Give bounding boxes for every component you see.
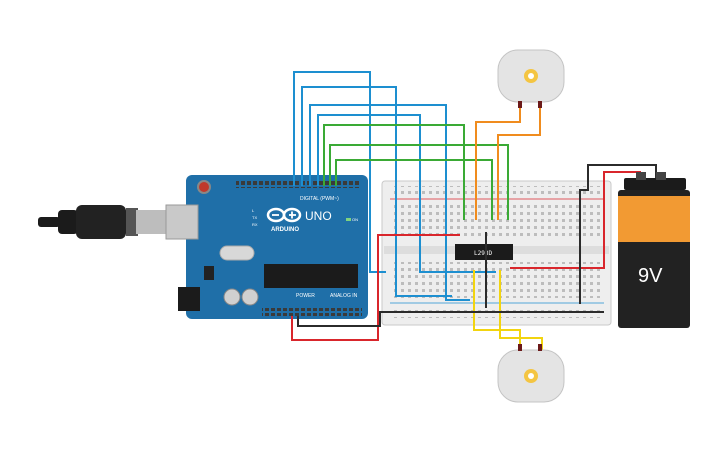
battery-top-band — [618, 196, 690, 242]
capacitor-1 — [223, 288, 241, 306]
atmega-chip — [264, 264, 358, 288]
arduino-board: ARDUINO UNO DIGITAL (PWM~) POWER ANALOG … — [165, 175, 368, 319]
model-text: UNO — [305, 209, 332, 223]
on-led-label: ON — [352, 217, 358, 222]
crystal — [219, 245, 255, 261]
rx-led-label: RX — [252, 222, 258, 227]
digital-header-label: DIGITAL (PWM~) — [300, 196, 339, 202]
analog-header-label: ANALOG IN — [330, 293, 358, 299]
power-header-label: POWER — [296, 293, 315, 299]
reset-button[interactable] — [197, 180, 211, 194]
battery-cap — [624, 178, 686, 190]
brand-text: ARDUINO — [271, 227, 299, 233]
capacitor-2 — [241, 288, 259, 306]
chip-label: L293D — [474, 250, 492, 257]
power-jack — [178, 287, 200, 311]
usb-port — [165, 204, 199, 240]
orange-wires — [475, 106, 541, 220]
digital-header — [236, 180, 360, 188]
battery-label: 9V — [638, 265, 663, 287]
black-wires — [297, 164, 657, 327]
tx-led-label: TX — [252, 215, 257, 220]
arduino-logo-icon — [266, 207, 302, 223]
l293d-chip: L293D — [455, 244, 513, 260]
regulator — [204, 266, 214, 280]
dc-motor-bottom — [497, 344, 565, 403]
power-analog-header — [262, 308, 362, 316]
usb-cable — [38, 205, 172, 239]
chip-body — [455, 244, 513, 260]
on-led — [346, 218, 351, 221]
green-wires — [323, 124, 509, 220]
l-led-label: L — [252, 208, 255, 213]
battery-9v: 9V — [618, 172, 690, 328]
blue-wires — [293, 71, 496, 301]
dc-motor-top — [497, 49, 565, 108]
